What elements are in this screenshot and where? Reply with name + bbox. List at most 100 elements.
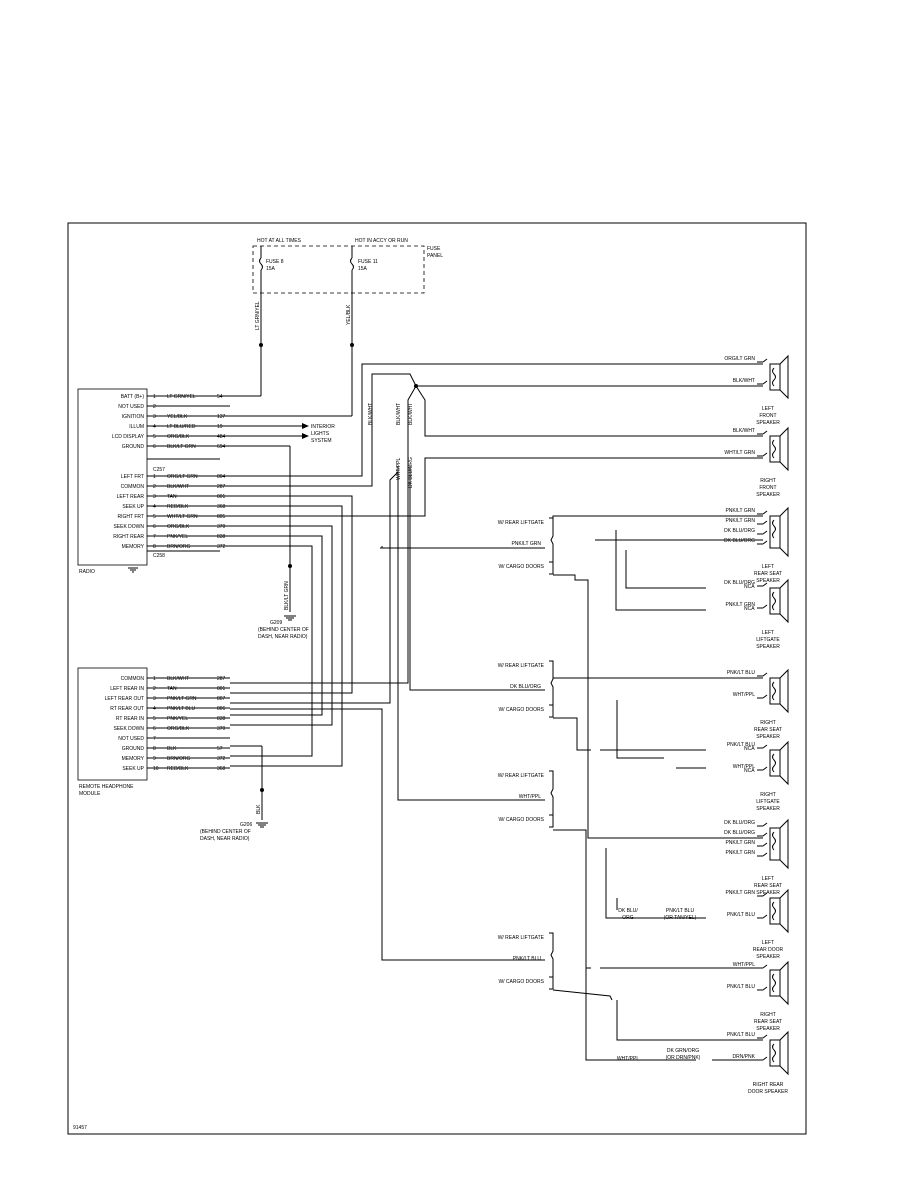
speaker-nca-label: NCA [744, 606, 755, 612]
speaker-wire-label: PNK/LT GRN [725, 850, 755, 856]
speaker-wire-label: PNK/LT BLU [727, 1032, 756, 1038]
speaker-coil [772, 753, 776, 773]
speaker-label: LEFT [762, 876, 774, 882]
headphone-pin-number: 4 [153, 706, 156, 712]
speaker-label: LEFT [762, 630, 774, 636]
speaker-magnet [769, 827, 781, 861]
speaker-wire-stub [757, 822, 768, 827]
headphone-pin-circuit: 287 [217, 676, 226, 682]
speaker-label: REAR DOOR [753, 947, 784, 953]
branch-brace-lower [549, 814, 554, 828]
headphone-pin-circuit: 806 [217, 706, 226, 712]
speaker-wire-label: PNK/LT GRN [725, 508, 755, 514]
headphone-pin-wire-color: ORG/BLK [167, 726, 190, 732]
speaker-wire-label: WHT/PPL [733, 692, 755, 698]
speaker-label: SPEAKER [756, 644, 780, 650]
speaker-coil [772, 1043, 776, 1063]
radio-top-pin-number: 2 [153, 404, 156, 410]
radio-top-pin-circuit: 54 [217, 394, 223, 400]
speaker-label: FRONT [759, 485, 776, 491]
speaker-wire-stub [757, 744, 768, 749]
radio-label: RADIO [79, 569, 95, 575]
speaker-wire-stub [757, 852, 768, 857]
speaker-cone [779, 578, 789, 624]
speaker-label: DOOR SPEAKER [748, 1089, 788, 1095]
interior-lights-label-3: SYSTEM [311, 438, 332, 444]
g209-desc-2: DASH, NEAR RADIO) [258, 634, 308, 640]
branch-wire-label: DK BLU/ORG [510, 684, 541, 690]
speaker-label: SPEAKER [756, 420, 780, 426]
radio-bottom-pin-circuit: 805 [217, 514, 226, 520]
branch-rear-liftgate-label: W/ REAR LIFTGATE [498, 520, 545, 526]
radio-bottom-pin-name: SEEK UP [122, 504, 144, 510]
speaker-cone [779, 668, 789, 714]
radio-top-pin-number: 3 [153, 414, 156, 420]
speaker-wire-stub [757, 766, 768, 771]
radio-bottom-pin-number: 8 [153, 544, 156, 550]
radio-bottom-pin-circuit: 368 [217, 504, 226, 510]
speaker-cone [779, 1030, 789, 1076]
radio-top-pin-wire-color: BLK/LT GRN [167, 444, 196, 450]
branch-rear-liftgate-label: W/ REAR LIFTGATE [498, 773, 545, 779]
speaker-label: SPEAKER [756, 1026, 780, 1032]
speaker-wire-label: DK BLU/ORG [724, 830, 755, 836]
speaker-wire-label: WHT/PPL [733, 962, 755, 968]
branch-wire-label: PNK/LT BLU [513, 956, 542, 962]
radio-bottom-pin-wire-color: ORG/BLK [167, 524, 190, 530]
radio-bottom-pin-circuit: 372 [217, 544, 226, 550]
speaker-label: LIFTGATE [756, 637, 780, 643]
fuse-panel-label: FUSE [427, 246, 441, 252]
interior-lights-label-1: INTERIOR [311, 424, 335, 430]
speaker-wire-stub [757, 986, 768, 991]
radio-bottom-pin-name: RIGHT FRT [118, 514, 144, 520]
fuse-label-hot-at-all-times: HOT AT ALL TIMES [257, 238, 302, 244]
headphone-pin-number: 6 [153, 726, 156, 732]
g206-desc-2: DASH, NEAR RADIO) [200, 836, 250, 842]
speaker-wire-label: PNK/LT GRN [725, 890, 755, 896]
radio-bottom-pin-circuit: 370 [217, 524, 226, 530]
radio-bottom-pin-name: MEMORY [122, 544, 145, 550]
speaker-wire-label: DK BLU/ORG [724, 538, 755, 544]
radio-module: RADIO C257 C258 [77, 388, 220, 575]
headphone-pin-name: LEFT REAR OUT [105, 696, 144, 702]
radio-bottom-pin-name: SEEK DOWN [113, 524, 144, 530]
radio-bottom-pin-wire-color: WHT/LT GRN [167, 514, 198, 520]
speaker-coil [772, 901, 776, 921]
headphone-pin-circuit: 838 [217, 716, 226, 722]
speaker-coil [772, 681, 776, 701]
speaker-extra-label: (OR DRN/PNK) [666, 1055, 701, 1061]
headphone-pin-name: MEMORY [122, 756, 145, 762]
radio-top-pin-name: BATT (B+) [121, 394, 145, 400]
speaker-wire-stub [757, 380, 768, 385]
speaker-label: REAR SEAT [754, 1019, 782, 1025]
branch-cargo-doors-label: W/ CARGO DOORS [498, 564, 544, 570]
radio-bottom-pin-number: 6 [153, 524, 156, 530]
speaker-wire-stub [757, 520, 768, 525]
speaker-wire-label: PNK/LT BLU [727, 912, 756, 918]
radio-bottom-pin-circuit: 804 [217, 474, 226, 480]
headphone-pin-number: 9 [153, 756, 156, 762]
speaker-coil [772, 973, 776, 993]
speaker-wire-label: WHT/LT GRN [724, 450, 755, 456]
speaker-wire-stub [757, 510, 768, 515]
speaker-coil [772, 439, 776, 459]
speaker-wire-label: DK BLU/ORG [724, 580, 755, 586]
headphone-pin-circuit: 807 [217, 696, 226, 702]
radio-top-pin-name: GROUND [122, 444, 145, 450]
speaker-nca-label: NCA [744, 746, 755, 752]
speaker-label: SPEAKER [756, 806, 780, 812]
branch-brace [549, 770, 554, 816]
headphone-pin-wire-color: BLK [167, 746, 177, 752]
speaker-wire-stub [757, 358, 768, 363]
wire-yel-blk: YEL/BLK [346, 304, 352, 325]
speaker-label: RIGHT [760, 478, 776, 484]
speaker-wire-stub [757, 892, 768, 897]
headphone-pin-wire-color: TAN [167, 686, 177, 692]
speaker-label: RIGHT REAR [753, 1082, 784, 1088]
speaker-label: LEFT [762, 406, 774, 412]
speaker-wire-stub [757, 604, 768, 609]
speaker-label: SPEAKER [756, 492, 780, 498]
speaker-wire-label: BLK/WHT [733, 378, 755, 384]
connector-c257: C257 [153, 467, 165, 473]
